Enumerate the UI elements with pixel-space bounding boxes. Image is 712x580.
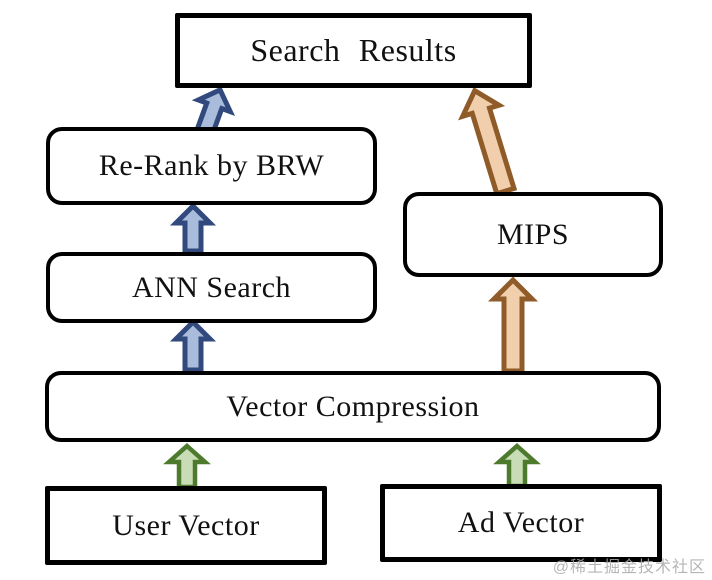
arrow-ann-to-rerank-icon (169, 202, 217, 254)
arrow-advector-to-vc-icon (493, 442, 541, 489)
node-search-results: Search Results (175, 13, 532, 88)
arrow-shape (169, 202, 217, 254)
arrow-shape (458, 87, 518, 197)
node-label: Search Results (250, 32, 457, 68)
arrow-shape (163, 442, 211, 490)
node-ann-search: ANN Search (46, 252, 377, 323)
node-label: MIPS (496, 217, 570, 251)
arrow-shape (487, 276, 539, 374)
node-label: Re-Rank by BRW (98, 149, 325, 182)
node-label: Vector Compression (226, 389, 480, 423)
node-label: ANN Search (131, 270, 292, 304)
watermark: @稀土掘金技术社区 (552, 559, 706, 576)
node-label: User Vector (112, 508, 260, 542)
node-label: Ad Vector (457, 506, 585, 539)
arrow-vc-to-mips-icon (487, 276, 539, 374)
arrow-uservector-to-vc-icon (163, 442, 211, 490)
node-user-vector: User Vector (45, 486, 327, 565)
arrow-shape (169, 318, 217, 373)
node-re-rank-by-brw: Re-Rank by BRW (46, 127, 377, 205)
arrow-vc-to-ann-icon (169, 318, 217, 373)
node-ad-vector: Ad Vector (380, 484, 662, 562)
node-vector-compression: Vector Compression (45, 371, 661, 442)
arrow-shape (493, 442, 541, 489)
node-mips: MIPS (403, 192, 663, 277)
arrow-mips-to-search-results-icon (458, 87, 518, 197)
